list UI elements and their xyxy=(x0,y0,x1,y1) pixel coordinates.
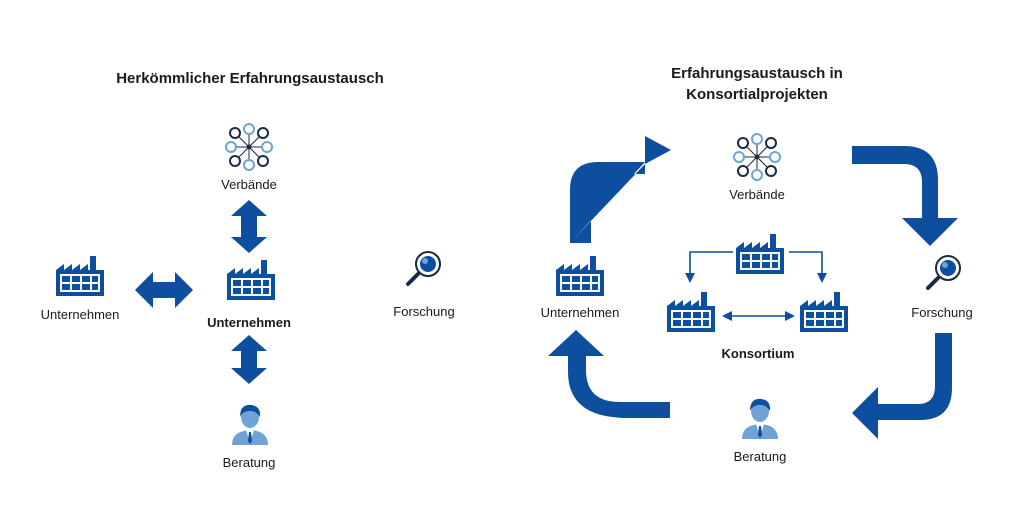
right-title-line1: Erfahrungsaustausch in xyxy=(671,65,843,82)
konsortium-factory-left-icon xyxy=(667,292,715,332)
right-beratung-consultant-icon xyxy=(742,398,778,439)
right-label-konsortium: Konsortium xyxy=(721,346,795,361)
right-forschung-magnifier-icon xyxy=(926,254,962,290)
left-unternehmen-center-factory-icon xyxy=(227,260,275,300)
cycle-arrow-top-right xyxy=(852,146,958,246)
right-label-forschung: Forschung xyxy=(911,305,973,320)
left-label-forschung: Forschung xyxy=(393,304,455,319)
left-forschung-magnifier-icon xyxy=(406,250,442,286)
left-label-beratung: Beratung xyxy=(222,455,276,470)
left-unternehmen-side-factory-icon xyxy=(56,256,104,296)
left-label-unternehmen-center: Unternehmen xyxy=(207,315,291,330)
left-arrow-vertical-top xyxy=(231,200,267,253)
right-unternehmen-factory-icon xyxy=(556,256,604,296)
right-title-line2: Konsortialprojekten xyxy=(686,86,828,103)
cycle-arrow-bottom-left xyxy=(548,330,670,418)
left-arrow-vertical-bottom xyxy=(231,335,267,384)
cycle-arrow-top-left xyxy=(570,136,671,243)
left-verbaende-network-icon xyxy=(225,123,273,171)
right-label-verbaende: Verbände xyxy=(729,187,785,202)
left-label-unternehmen-side: Unternehmen xyxy=(40,307,120,322)
right-verbaende-network-icon xyxy=(733,133,781,181)
left-arrow-horizontal xyxy=(135,272,193,308)
right-title: Erfahrungsaustausch in Konsortialprojekt… xyxy=(617,63,897,105)
right-label-unternehmen: Unternehmen xyxy=(540,305,620,320)
konsortium-factory-top-icon xyxy=(736,234,784,274)
left-label-verbaende: Verbände xyxy=(221,177,277,192)
cycle-arrow-bottom-right xyxy=(852,333,952,439)
right-label-beratung: Beratung xyxy=(733,449,787,464)
left-title: Herkömmlicher Erfahrungsaustausch xyxy=(116,70,384,87)
konsortium-connector-arrows xyxy=(689,251,823,317)
konsortium-factory-right-icon xyxy=(800,292,848,332)
left-beratung-consultant-icon xyxy=(232,404,268,445)
